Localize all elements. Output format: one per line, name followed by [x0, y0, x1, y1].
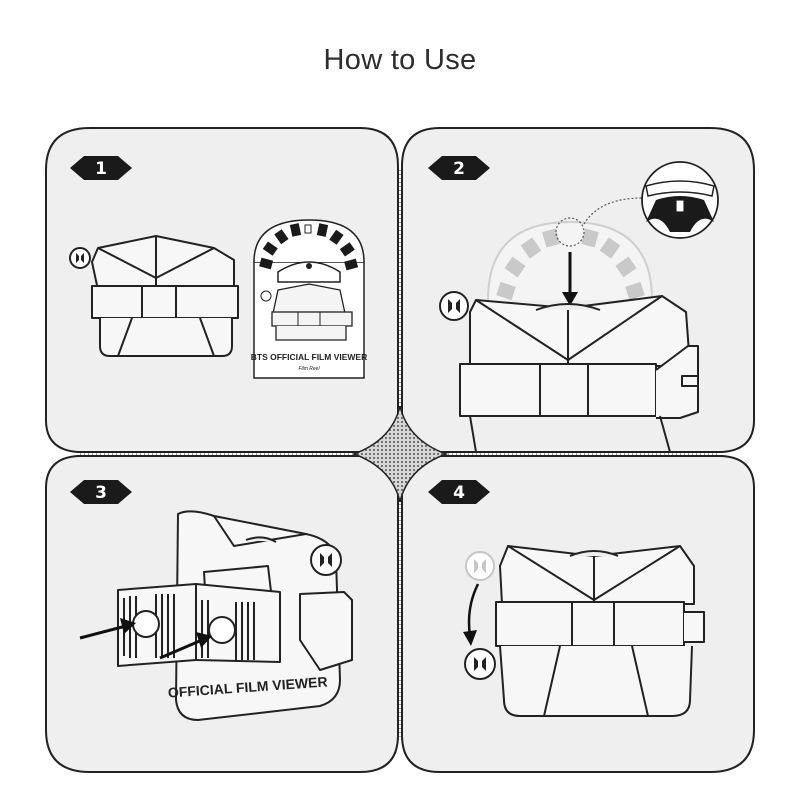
bts-logo-icon: [320, 553, 332, 567]
step-4-down-arrow: [463, 583, 480, 646]
step-3-number: 3: [95, 483, 107, 503]
film-box-sublabel: Film Reel: [298, 366, 320, 372]
page-title: How to Use: [323, 44, 477, 76]
step-3-viewer-illustration: [117, 510, 353, 721]
bts-logo-icon: [474, 657, 486, 671]
center-diamond: [351, 405, 449, 503]
step-4-button-ghost: [465, 551, 495, 581]
step-2-badge: 2: [428, 156, 490, 180]
step-4-number: 4: [453, 483, 465, 503]
step-1-film-box: BTS OFFICIAL FILM VIEWER Film Reel: [251, 219, 367, 379]
step-1-badge: 1: [70, 156, 132, 180]
step-2-down-arrow: [562, 252, 578, 306]
step-3-badge: 3: [70, 480, 132, 504]
step-2-zoom-callout: [555, 161, 719, 247]
step-1-viewer-illustration: [69, 235, 239, 357]
step-4-button: [464, 648, 496, 680]
step-4-viewer-illustration: [495, 545, 705, 717]
step-2-viewer-illustration: [439, 291, 699, 453]
step-1-number: 1: [95, 159, 107, 179]
step-4-badge: 4: [428, 480, 490, 504]
step-3-insert-arrows: [79, 618, 212, 660]
bts-logo-icon: [76, 253, 84, 263]
step-2-number: 2: [453, 159, 465, 179]
film-box-label: BTS OFFICIAL FILM VIEWER: [251, 352, 367, 362]
bts-logo-icon: [448, 299, 460, 313]
